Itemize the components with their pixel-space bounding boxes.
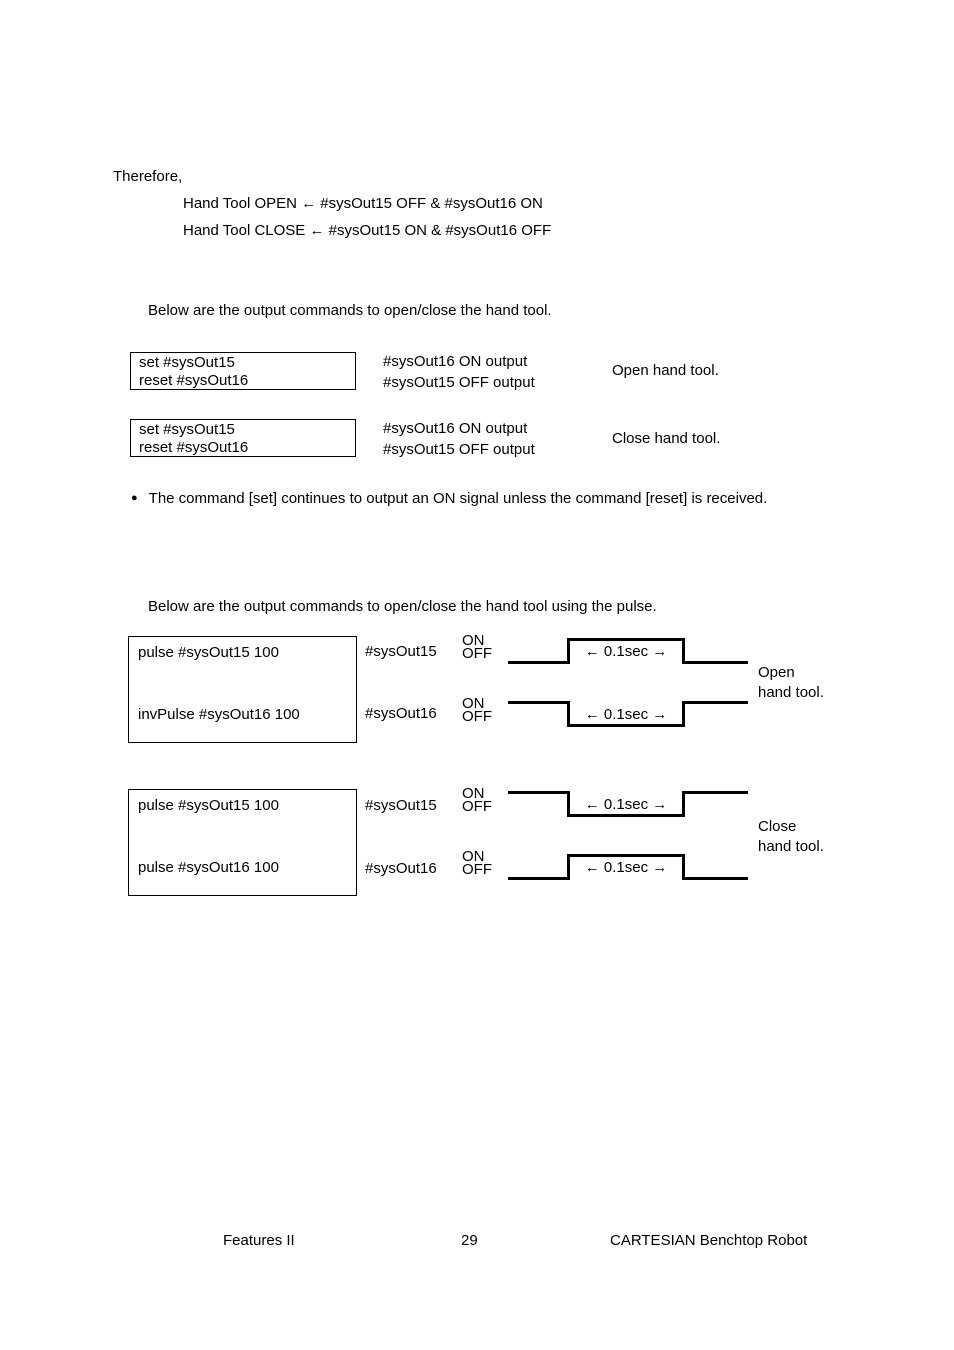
result-line: hand tool.: [758, 838, 824, 855]
output-line: #sysOut15 OFF output: [383, 441, 535, 458]
pulse-section-lead: Below are the output commands to open/cl…: [148, 598, 657, 615]
waveform-falling-edge: [567, 791, 570, 817]
bullet-icon: ●: [131, 492, 138, 504]
waveform-segment: [682, 791, 748, 794]
command-box-close: set #sysOut15 reset #sysOut16: [130, 419, 356, 457]
waveform-segment: [567, 854, 685, 857]
pulse-duration-label: ← 0.1sec →: [584, 706, 668, 723]
command-box-pulse-open: pulse #sysOut15 100 invPulse #sysOut16 1…: [128, 636, 357, 743]
off-label: OFF: [462, 861, 492, 878]
signal-name-sysout16: #sysOut16: [365, 860, 437, 877]
signal-name-sysout15: #sysOut15: [365, 797, 437, 814]
waveform-segment: [508, 701, 570, 704]
signal-name-sysout16: #sysOut16: [365, 705, 437, 722]
diagram-result-open: Open hand tool.: [758, 663, 824, 703]
result-line: Open: [758, 664, 795, 681]
command-line: invPulse #sysOut16 100: [138, 706, 300, 723]
waveform-falling-edge: [682, 854, 685, 880]
on-label: ON: [462, 695, 485, 712]
command-line: set #sysOut15: [139, 354, 235, 371]
off-label: OFF: [462, 645, 492, 662]
result-line: Close: [758, 818, 797, 835]
command-box-open: set #sysOut15 reset #sysOut16: [130, 352, 356, 390]
on-off-labels: ON OFF: [462, 695, 492, 725]
command-line: reset #sysOut16: [139, 439, 249, 456]
on-off-labels: ON OFF: [462, 848, 492, 878]
on-label: ON: [462, 785, 485, 802]
command-line: pulse #sysOut16 100: [138, 859, 279, 876]
waveform-segment: [682, 661, 748, 664]
set-section-lead: Below are the output commands to open/cl…: [148, 302, 552, 319]
output-line: #sysOut16 ON output: [383, 420, 528, 437]
waveform-rising-edge: [567, 854, 570, 880]
footer-page-number: 29: [461, 1232, 478, 1249]
footer-section-title: Features II: [223, 1232, 295, 1249]
output-line: #sysOut15 OFF output: [383, 374, 535, 391]
intro-therefore: Therefore,: [113, 168, 183, 185]
on-off-labels: ON OFF: [462, 632, 492, 662]
waveform-segment: [508, 791, 570, 794]
set-note: ● The command [set] continues to output a…: [131, 490, 767, 507]
pulse-duration-label: ← 0.1sec →: [584, 796, 668, 813]
waveform-open-sysout15-high-pulse: ← 0.1sec →: [508, 638, 748, 664]
waveform-rising-edge: [682, 791, 685, 817]
output-line: #sysOut16 ON output: [383, 353, 528, 370]
waveform-segment: [682, 877, 748, 880]
on-label: ON: [462, 632, 485, 649]
command-line: set #sysOut15: [139, 421, 235, 438]
on-label: ON: [462, 848, 485, 865]
output-description-close: #sysOut16 ON output #sysOut15 OFF output: [383, 418, 535, 460]
set-note-text: The command [set] continues to output an…: [148, 490, 768, 507]
waveform-segment: [567, 814, 685, 817]
command-line: pulse #sysOut15 100: [138, 644, 279, 661]
output-description-open: #sysOut16 ON output #sysOut15 OFF output: [383, 351, 535, 393]
waveform-segment: [508, 877, 570, 880]
command-box-pulse-close: pulse #sysOut15 100 pulse #sysOut16 100: [128, 789, 357, 896]
waveform-segment: [508, 661, 570, 664]
result-close: Close hand tool.: [612, 430, 721, 447]
waveform-segment: [682, 701, 748, 704]
footer-document-title: CARTESIAN Benchtop Robot: [610, 1232, 808, 1249]
result-line: hand tool.: [758, 684, 824, 701]
waveform-open-sysout16-low-pulse: ← 0.1sec →: [508, 701, 748, 727]
waveform-rising-edge: [567, 638, 570, 664]
waveform-falling-edge: [682, 638, 685, 664]
command-line: reset #sysOut16: [139, 372, 249, 389]
signal-name-sysout15: #sysOut15: [365, 643, 437, 660]
intro-close-line: Hand Tool CLOSE ← #sysOut15 ON & #sysOut…: [183, 222, 552, 239]
pulse-duration-label: ← 0.1sec →: [584, 643, 668, 660]
waveform-segment: [567, 724, 685, 727]
waveform-close-sysout15-low-pulse: ← 0.1sec →: [508, 791, 748, 817]
waveform-rising-edge: [682, 701, 685, 727]
result-open: Open hand tool.: [612, 362, 719, 379]
off-label: OFF: [462, 708, 492, 725]
diagram-result-close: Close hand tool.: [758, 817, 824, 857]
pulse-duration-label: ← 0.1sec →: [584, 859, 668, 876]
waveform-segment: [567, 638, 685, 641]
intro-open-line: Hand Tool OPEN ← #sysOut15 OFF & #sysOut…: [183, 195, 543, 212]
waveform-close-sysout16-high-pulse: ← 0.1sec →: [508, 854, 748, 880]
on-off-labels: ON OFF: [462, 785, 492, 815]
waveform-falling-edge: [567, 701, 570, 727]
command-line: pulse #sysOut15 100: [138, 797, 279, 814]
off-label: OFF: [462, 798, 492, 815]
